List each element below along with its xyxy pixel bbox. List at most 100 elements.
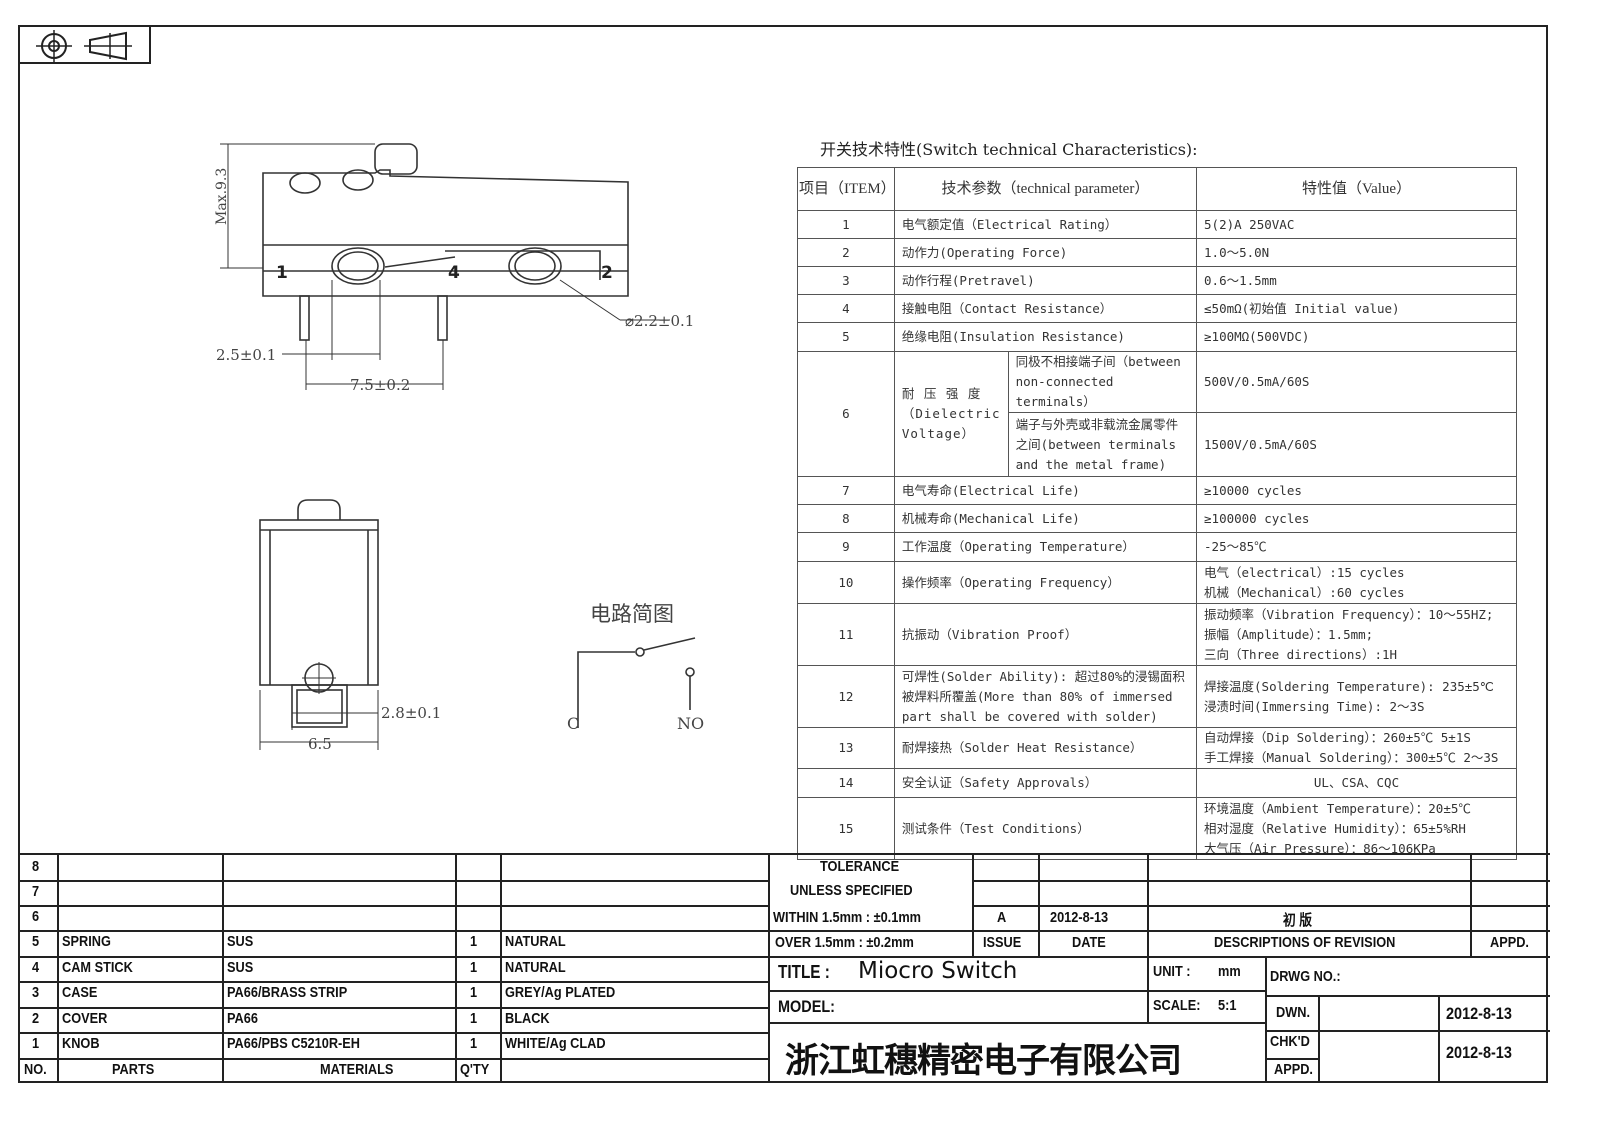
spec-item: 6: [797, 351, 895, 477]
terminal-label-1: 1: [276, 263, 288, 283]
header-qty: Q'TY: [460, 1061, 490, 1078]
grid-line: [57, 853, 59, 1083]
descriptions-label: DESCRIPTIONS OF REVISION: [1214, 934, 1396, 951]
spec-parameter: 抗振动（Vibration Proof）: [893, 603, 1198, 666]
scale-value: 5:1: [1218, 997, 1237, 1014]
header-materials: MATERIALS: [320, 1061, 394, 1078]
grid-line: [1265, 956, 1267, 1083]
part-number: 1: [32, 1035, 40, 1052]
dim-pin-width: 2.5±0.1: [216, 346, 277, 364]
third-angle-projection-icon: [36, 30, 132, 62]
spec-value: 自动焊接（Dip Soldering）：260±5℃ 5±1S 手工焊接（Man…: [1196, 727, 1517, 769]
spec-item: 1: [797, 210, 895, 239]
spec-table-title: 开关技术特性(Switch technical Characteristics)…: [820, 140, 1198, 159]
part-name: SPRING: [62, 933, 111, 950]
part-quantity: 1: [470, 959, 478, 976]
circuit-switch-lever: [643, 637, 696, 651]
grid-line: [972, 880, 1550, 882]
spec-sub-parameter: 同极不相接端子间（between non-connected terminals…: [1007, 351, 1198, 413]
model-label: MODEL:: [778, 997, 835, 1016]
spec-parameter: 安全认证（Safety Approvals）: [893, 768, 1198, 798]
header-item: 项目（ITEM）: [797, 167, 896, 211]
spec-value: UL、CSA、CQC: [1196, 768, 1517, 798]
grid-line: [18, 905, 768, 907]
dim-width: 6.5: [308, 735, 332, 753]
spec-value: 振动频率（Vibration Frequency）：10～55HZ; 振幅（Am…: [1196, 603, 1517, 666]
appd-label: APPD.: [1490, 934, 1529, 951]
spec-item: 13: [797, 727, 895, 769]
scale-label: SCALE:: [1153, 997, 1201, 1014]
spec-item: 11: [797, 603, 895, 666]
circuit-contact-c: [635, 647, 645, 657]
spec-parameter: 动作力(Operating Force): [893, 238, 1198, 267]
grid-line: [222, 853, 224, 1083]
part-number: 5: [32, 933, 40, 950]
grid-line: [18, 956, 768, 958]
header-value: 特性值（Value）: [1196, 167, 1517, 211]
revision-description: 初 版: [1283, 912, 1313, 929]
grid-line: [18, 981, 768, 983]
terminal-label-4: 4: [448, 263, 460, 283]
grid-line: [1265, 995, 1550, 997]
grid-line: [500, 853, 502, 1083]
spec-parameter: 动作行程(Pretravel): [893, 266, 1198, 295]
tolerance-within: WITHIN 1.5mm : ±0.1mm: [773, 909, 921, 926]
circuit-title: 电路简图: [590, 602, 674, 626]
spec-item: 5: [797, 322, 895, 352]
grid-line: [1318, 995, 1320, 1083]
header-no: NO.: [24, 1061, 47, 1078]
grid-line: [1470, 853, 1472, 956]
dim-pin-pitch: 7.5±0.2: [350, 376, 411, 394]
grid-line: [972, 853, 974, 956]
spec-value: 5(2)A 250VAC: [1196, 210, 1517, 239]
spec-item: 14: [797, 768, 895, 798]
circuit-label-c: C: [567, 714, 580, 733]
spec-item: 8: [797, 504, 895, 533]
spec-item: 9: [797, 532, 895, 562]
part-quantity: 1: [470, 933, 478, 950]
part-number: 2: [32, 1010, 40, 1027]
spec-value: ≥100MΩ(500VDC): [1196, 322, 1517, 352]
grid-line: [768, 930, 1550, 932]
switch-outline-drawing: [220, 143, 696, 750]
part-number: 8: [32, 858, 40, 875]
spec-item: 2: [797, 238, 895, 267]
grid-line: [1147, 956, 1149, 1022]
circuit-common-wire: [577, 651, 635, 728]
grid-line: [18, 1058, 768, 1060]
dim-max-height: Max.9.3: [214, 167, 230, 225]
spec-value: 1.0～5.0N: [1196, 238, 1517, 267]
drawn-by-label: DWN.: [1276, 1004, 1310, 1021]
part-material: SUS: [227, 959, 254, 976]
part-finish: BLACK: [505, 1010, 550, 1027]
grid-line: [18, 1007, 768, 1009]
grid-line: [768, 1022, 1265, 1024]
spec-value: 500V/0.5mA/60S: [1196, 351, 1517, 413]
spec-parameter: 操作频率（Operating Frequency）: [893, 561, 1198, 604]
spec-parameter: 电气额定值（Electrical Rating）: [893, 210, 1198, 239]
part-finish: NATURAL: [505, 933, 566, 950]
part-quantity: 1: [470, 1035, 478, 1052]
switch-body-front-view: [259, 519, 379, 686]
spec-parameter: 绝缘电阻(Insulation Resistance): [893, 322, 1198, 352]
terminal-label-2: 2: [601, 263, 613, 283]
part-material: PA66/PBS C5210R-EH: [227, 1035, 360, 1052]
unit-value: mm: [1218, 963, 1241, 980]
spec-parameter: 可焊性(Solder Ability): 超过80%的浸锡面积被焊料所覆盖(Mo…: [893, 665, 1198, 728]
unless-specified-label: UNLESS SPECIFIED: [790, 882, 913, 899]
grid-line: [768, 956, 1550, 958]
grid-line: [1147, 853, 1149, 956]
spec-parameter: 耐焊接热（Solder Heat Resistance）: [893, 727, 1198, 769]
issue-label: ISSUE: [983, 934, 1022, 951]
spec-parameter: 电气寿命(Electrical Life): [893, 476, 1198, 505]
